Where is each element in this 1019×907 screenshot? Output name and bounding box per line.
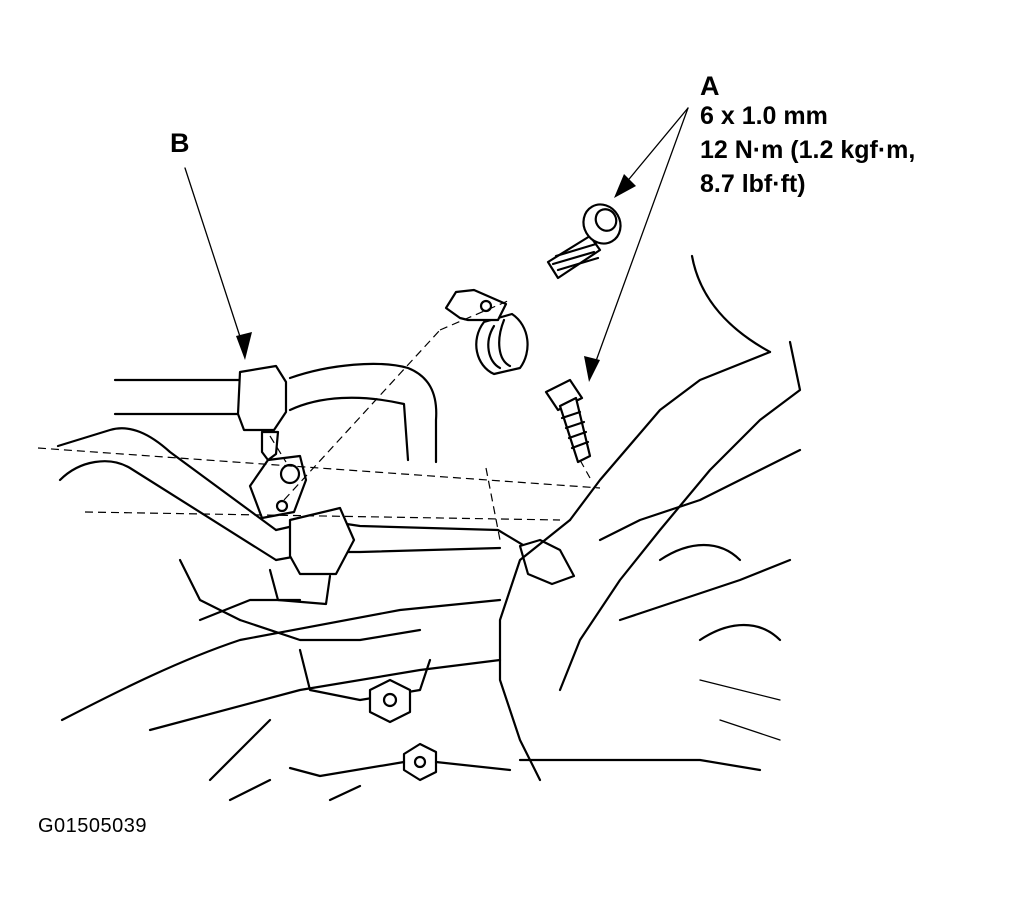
stabilizer-bushing (475, 312, 529, 376)
subframe (56, 427, 576, 606)
body-panel (498, 254, 802, 782)
stabilizer-bar (113, 362, 438, 464)
bolt-size-text: 6 x 1.0 mm (700, 102, 828, 130)
callout-b-leader (184, 167, 252, 360)
lower-bolt (544, 378, 592, 464)
callout-label-a: A (700, 71, 720, 101)
bolt-spec-block: 6 x 1.0 mm 12 N·m (1.2 kgf·m, 8.7 lbf·ft… (700, 104, 915, 206)
lower-structure (60, 558, 512, 802)
callout-a-leaders (584, 107, 689, 382)
torque-spec-imperial-text: 8.7 lbf·ft) (700, 170, 806, 198)
figure-id: G01505039 (38, 815, 148, 837)
bushing-holder (444, 288, 508, 322)
assembly-guide-lines (37, 299, 601, 541)
callout-label-b: B (170, 128, 190, 158)
upper-bolt (546, 203, 622, 280)
torque-spec-text: 12 N·m (1.2 kgf·m, (700, 136, 916, 164)
